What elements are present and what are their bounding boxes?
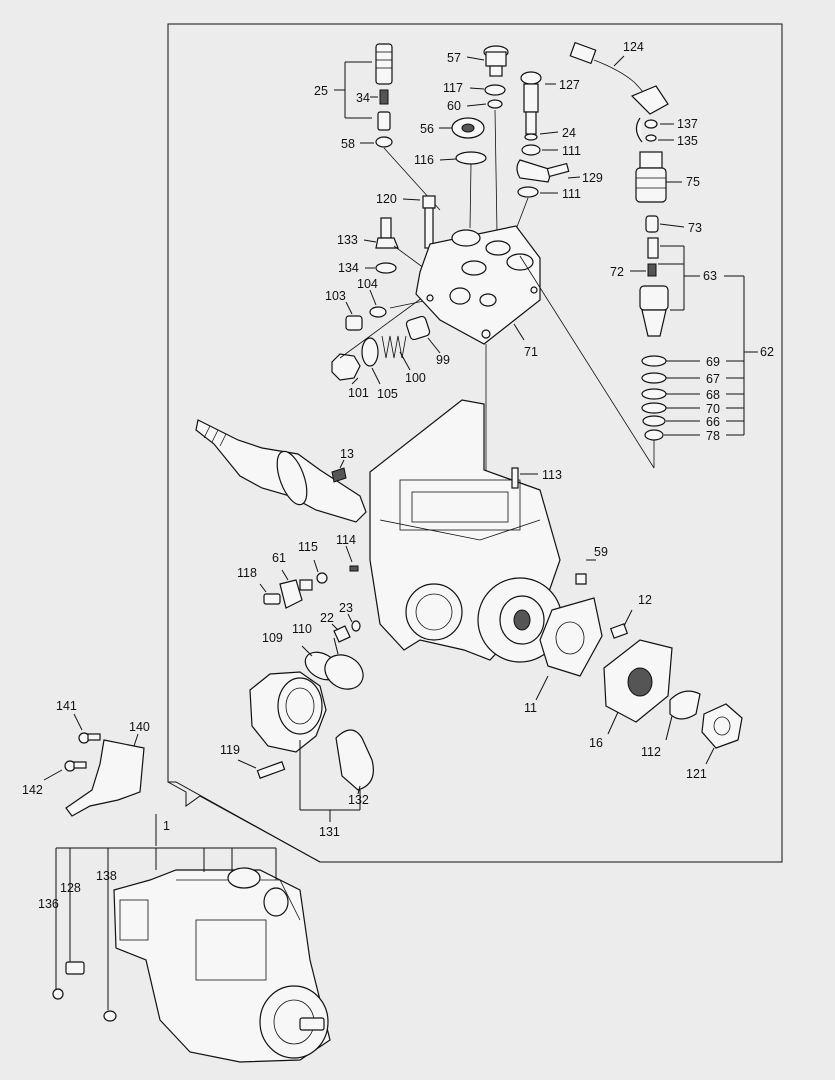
callout-124: 124 [623,40,644,54]
callout-140: 140 [129,720,150,734]
callout-128: 128 [60,881,81,895]
governor-cover-71 [415,225,541,528]
callout-60: 60 [447,99,461,113]
callout-112: 112 [641,745,661,759]
banjo-fitting-group [514,71,581,233]
callout-136: 136 [38,897,59,911]
callout-labels: 1 11 12 13 16 22 23 24 25 34 56 57 58 59… [22,40,774,911]
callout-66: 66 [706,415,720,429]
feed-pump-orings [301,637,364,690]
callout-109: 109 [262,631,283,645]
callout-142: 142 [22,783,43,797]
pump-housing [369,399,596,663]
callout-58: 58 [341,137,355,151]
callout-100: 100 [405,371,426,385]
mounting-bracket [43,713,157,846]
callout-12: 12 [638,593,652,607]
callout-104: 104 [357,277,378,291]
delivery-valve-holder-group [334,43,441,211]
callout-101: 101 [348,386,369,400]
callout-135: 135 [677,134,698,148]
callout-113: 113 [542,468,562,482]
callout-121: 121 [686,767,707,781]
callout-68: 68 [706,388,720,402]
callout-56: 56 [420,122,434,136]
callout-114: 114 [336,533,356,547]
callout-72: 72 [610,265,624,279]
callout-116: 116 [414,153,434,167]
callout-78: 78 [706,429,720,443]
oring-stack [519,255,758,469]
assembled-pump [52,847,331,1063]
callout-137: 137 [677,117,698,131]
callout-71: 71 [524,345,538,359]
callout-63: 63 [703,269,717,283]
cap-spring-group [331,291,441,385]
callout-62: 62 [760,345,774,359]
drive-flange-group [535,597,743,765]
callout-127: 127 [559,78,580,92]
solenoid-group [569,41,700,337]
callout-75: 75 [686,175,700,189]
feed-pump [237,671,374,822]
callout-57: 57 [447,51,461,65]
callout-24: 24 [562,126,576,140]
callout-73: 73 [688,221,702,235]
callout-141: 141 [56,699,77,713]
callout-115: 115 [298,540,318,554]
callout-59: 59 [594,545,608,559]
callout-25: 25 [314,84,328,98]
callout-110: 110 [292,622,312,636]
stop-lever-group [259,545,361,643]
callout-67: 67 [706,372,720,386]
callout-23: 23 [339,601,353,615]
callout-119: 119 [220,743,240,757]
callout-22: 22 [320,611,334,625]
callout-138: 138 [96,869,117,883]
callout-103: 103 [325,289,346,303]
bolt-and-fitting-group [345,195,449,331]
callout-1: 1 [163,819,170,833]
callout-16: 16 [589,736,603,750]
callout-132: 132 [348,793,369,807]
callout-131: 131 [319,825,340,839]
callout-118: 118 [237,566,257,580]
callout-13: 13 [340,447,354,461]
callout-11: 11 [524,701,537,715]
callout-117: 117 [443,81,463,95]
callout-129: 129 [582,171,603,185]
callout-111b: 111 [562,187,581,201]
camshaft [195,419,367,523]
frame-break-mark [167,781,321,863]
callout-61: 61 [272,551,286,565]
top-plug-group [439,45,509,233]
callout-34: 34 [356,91,370,105]
callout-111a: 111 [562,144,581,158]
callout-120: 120 [376,192,397,206]
callout-70: 70 [706,402,720,416]
callout-99: 99 [436,353,450,367]
callout-69: 69 [706,355,720,369]
callout-105: 105 [377,387,398,401]
callout-133: 133 [337,233,358,247]
callout-134: 134 [338,261,359,275]
spring-icon [381,335,407,359]
